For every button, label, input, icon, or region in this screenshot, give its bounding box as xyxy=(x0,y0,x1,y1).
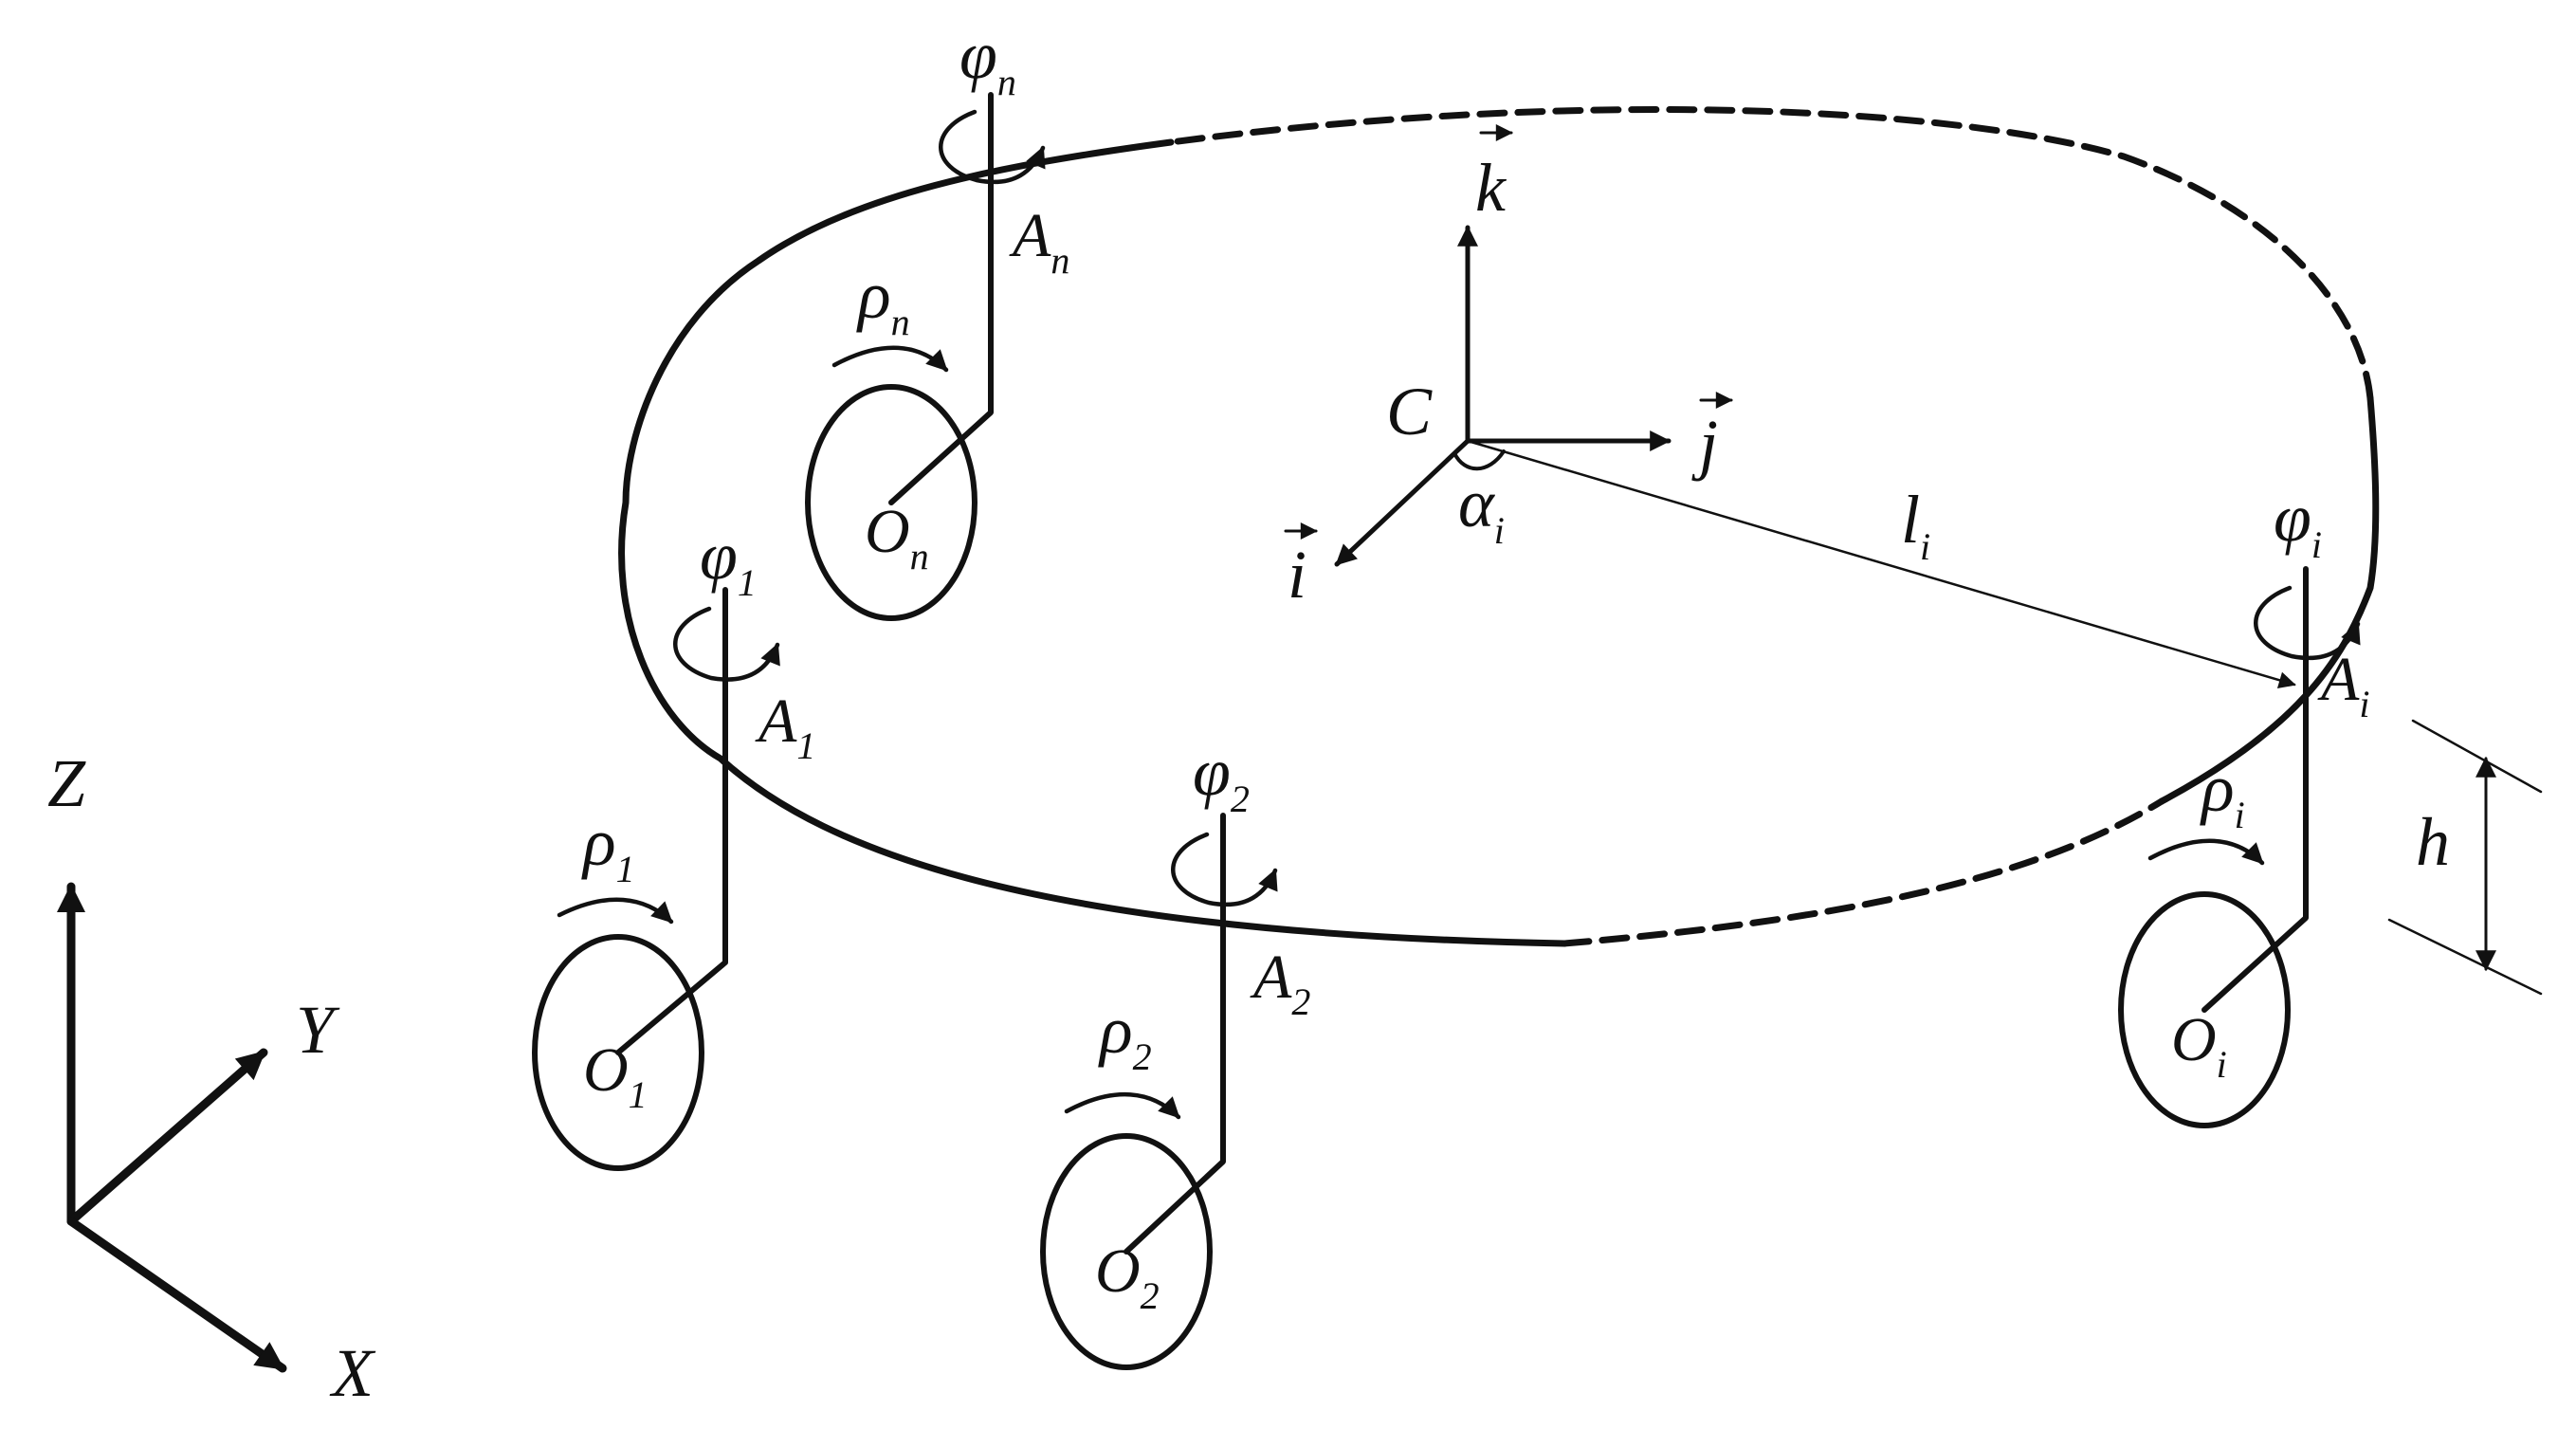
rho-i-label: ρi xyxy=(2200,750,2245,836)
wheel-2-tire xyxy=(1040,1133,1213,1370)
wheel-n-tire xyxy=(805,384,977,621)
height-label: h xyxy=(2416,804,2450,880)
x-axis-label: X xyxy=(329,1335,376,1411)
rho-1-label: ρ1 xyxy=(581,804,635,890)
o-2-label: O2 xyxy=(1095,1236,1160,1317)
wheel-n: φn An ρn On xyxy=(805,17,1069,621)
wheel-1-roll-rotation-arrow xyxy=(557,897,674,925)
a-i-label: Ai xyxy=(2317,645,2369,725)
j-vector-label: j xyxy=(1691,406,1718,482)
a-1-label: A1 xyxy=(755,687,815,767)
o-n-label: On xyxy=(865,497,929,577)
rho-2-label: ρ2 xyxy=(1098,992,1152,1078)
i-axis-arrow xyxy=(1334,438,1471,567)
li-label: li xyxy=(1901,482,1930,568)
height-bottom-ref-line xyxy=(2387,918,2543,996)
phi-1-label: φ1 xyxy=(700,518,757,604)
o-1-label: O1 xyxy=(583,1035,648,1116)
wheel-2-roll-rotation-arrow xyxy=(1064,1092,1181,1120)
wheel-1-steer-rotation-arrow xyxy=(673,606,780,682)
platform-outline-dashed-top xyxy=(1167,105,2374,402)
wheel-i-steer-rotation-arrow xyxy=(2254,585,2361,661)
phi-i-label: φi xyxy=(2274,480,2322,566)
height-top-ref-line xyxy=(2411,719,2543,794)
wheel-2: φ2 A2 ρ2 O2 xyxy=(1040,734,1310,1370)
phi-n-label: φn xyxy=(959,17,1016,103)
a-2-label: A2 xyxy=(1250,943,1310,1023)
i-vector-label: i xyxy=(1288,537,1306,613)
platform-outline-solid-left xyxy=(618,138,1568,947)
wheel-2-leg xyxy=(1124,813,1226,1255)
wheel-i-roll-rotation-arrow xyxy=(2147,838,2265,866)
wheel-2-steer-rotation-arrow xyxy=(1171,832,1278,907)
platform-outline-solid-right xyxy=(2158,394,2380,805)
world-axes: Z Y X xyxy=(47,745,376,1411)
rho-n-label: ρn xyxy=(856,257,910,343)
height-indicator: h xyxy=(2387,719,2543,996)
k-vector-label: k xyxy=(1475,150,1507,226)
wheel-1-tire xyxy=(532,934,704,1171)
wheel-i-leg xyxy=(2201,566,2309,1013)
center-c-label: C xyxy=(1386,374,1433,449)
wheel-n-leg xyxy=(888,92,994,505)
wheel-1-leg xyxy=(615,587,728,1055)
alpha-label: αi xyxy=(1458,466,1505,552)
x-axis-arrow xyxy=(66,1217,287,1373)
wheel-i-tire xyxy=(2118,891,2291,1128)
y-axis-arrow xyxy=(66,1048,268,1226)
a-n-label: An xyxy=(1009,201,1069,282)
distance-line-li xyxy=(1466,439,2296,689)
platform-outline-dashed-bottom xyxy=(1561,797,2165,947)
wheel-i: φi Ai ρi Oi xyxy=(2118,480,2369,1128)
angle-alpha-arc xyxy=(1452,449,1506,471)
z-axis-label: Z xyxy=(47,745,86,821)
phi-2-label: φ2 xyxy=(1193,734,1250,820)
y-axis-label: Y xyxy=(296,992,340,1068)
body-frame: C k j i αi li xyxy=(1284,124,2296,689)
o-i-label: Oi xyxy=(2171,1005,2227,1086)
wheel-1: φ1 A1 ρ1 O1 xyxy=(532,518,815,1171)
platform-outline xyxy=(618,105,2380,947)
wheel-n-roll-rotation-arrow xyxy=(831,345,949,373)
wheel-n-steer-rotation-arrow xyxy=(939,109,1046,185)
